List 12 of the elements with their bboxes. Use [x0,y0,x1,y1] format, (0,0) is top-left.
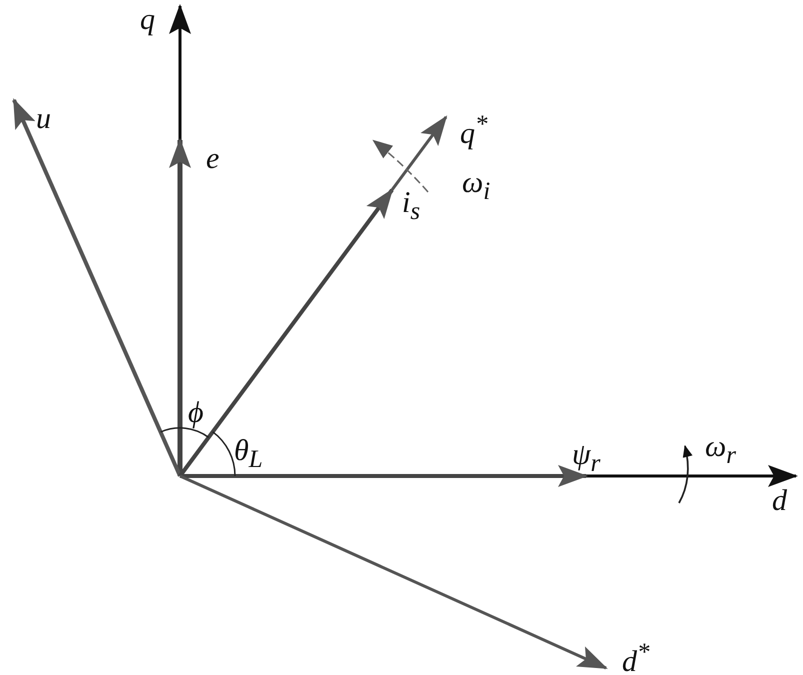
vector-label: ψ$_{r}$ [572,440,600,476]
axis-label: q$^{*}$ [460,112,488,149]
axis-label: d$^{*}$ [622,640,650,675]
angle-label: ϕ [188,398,204,428]
angle-label: θ$_{L}$ [234,436,263,472]
axis-label: q [140,5,155,35]
axis-label: d [772,486,787,516]
vector-label: u [36,104,51,134]
rotation-label: ω$_{i}$ [462,168,490,204]
vector-label: e [206,144,220,174]
rotation-label: ω$_{r}$ [705,432,736,468]
vector-label: i$_{s}$ [402,188,420,224]
